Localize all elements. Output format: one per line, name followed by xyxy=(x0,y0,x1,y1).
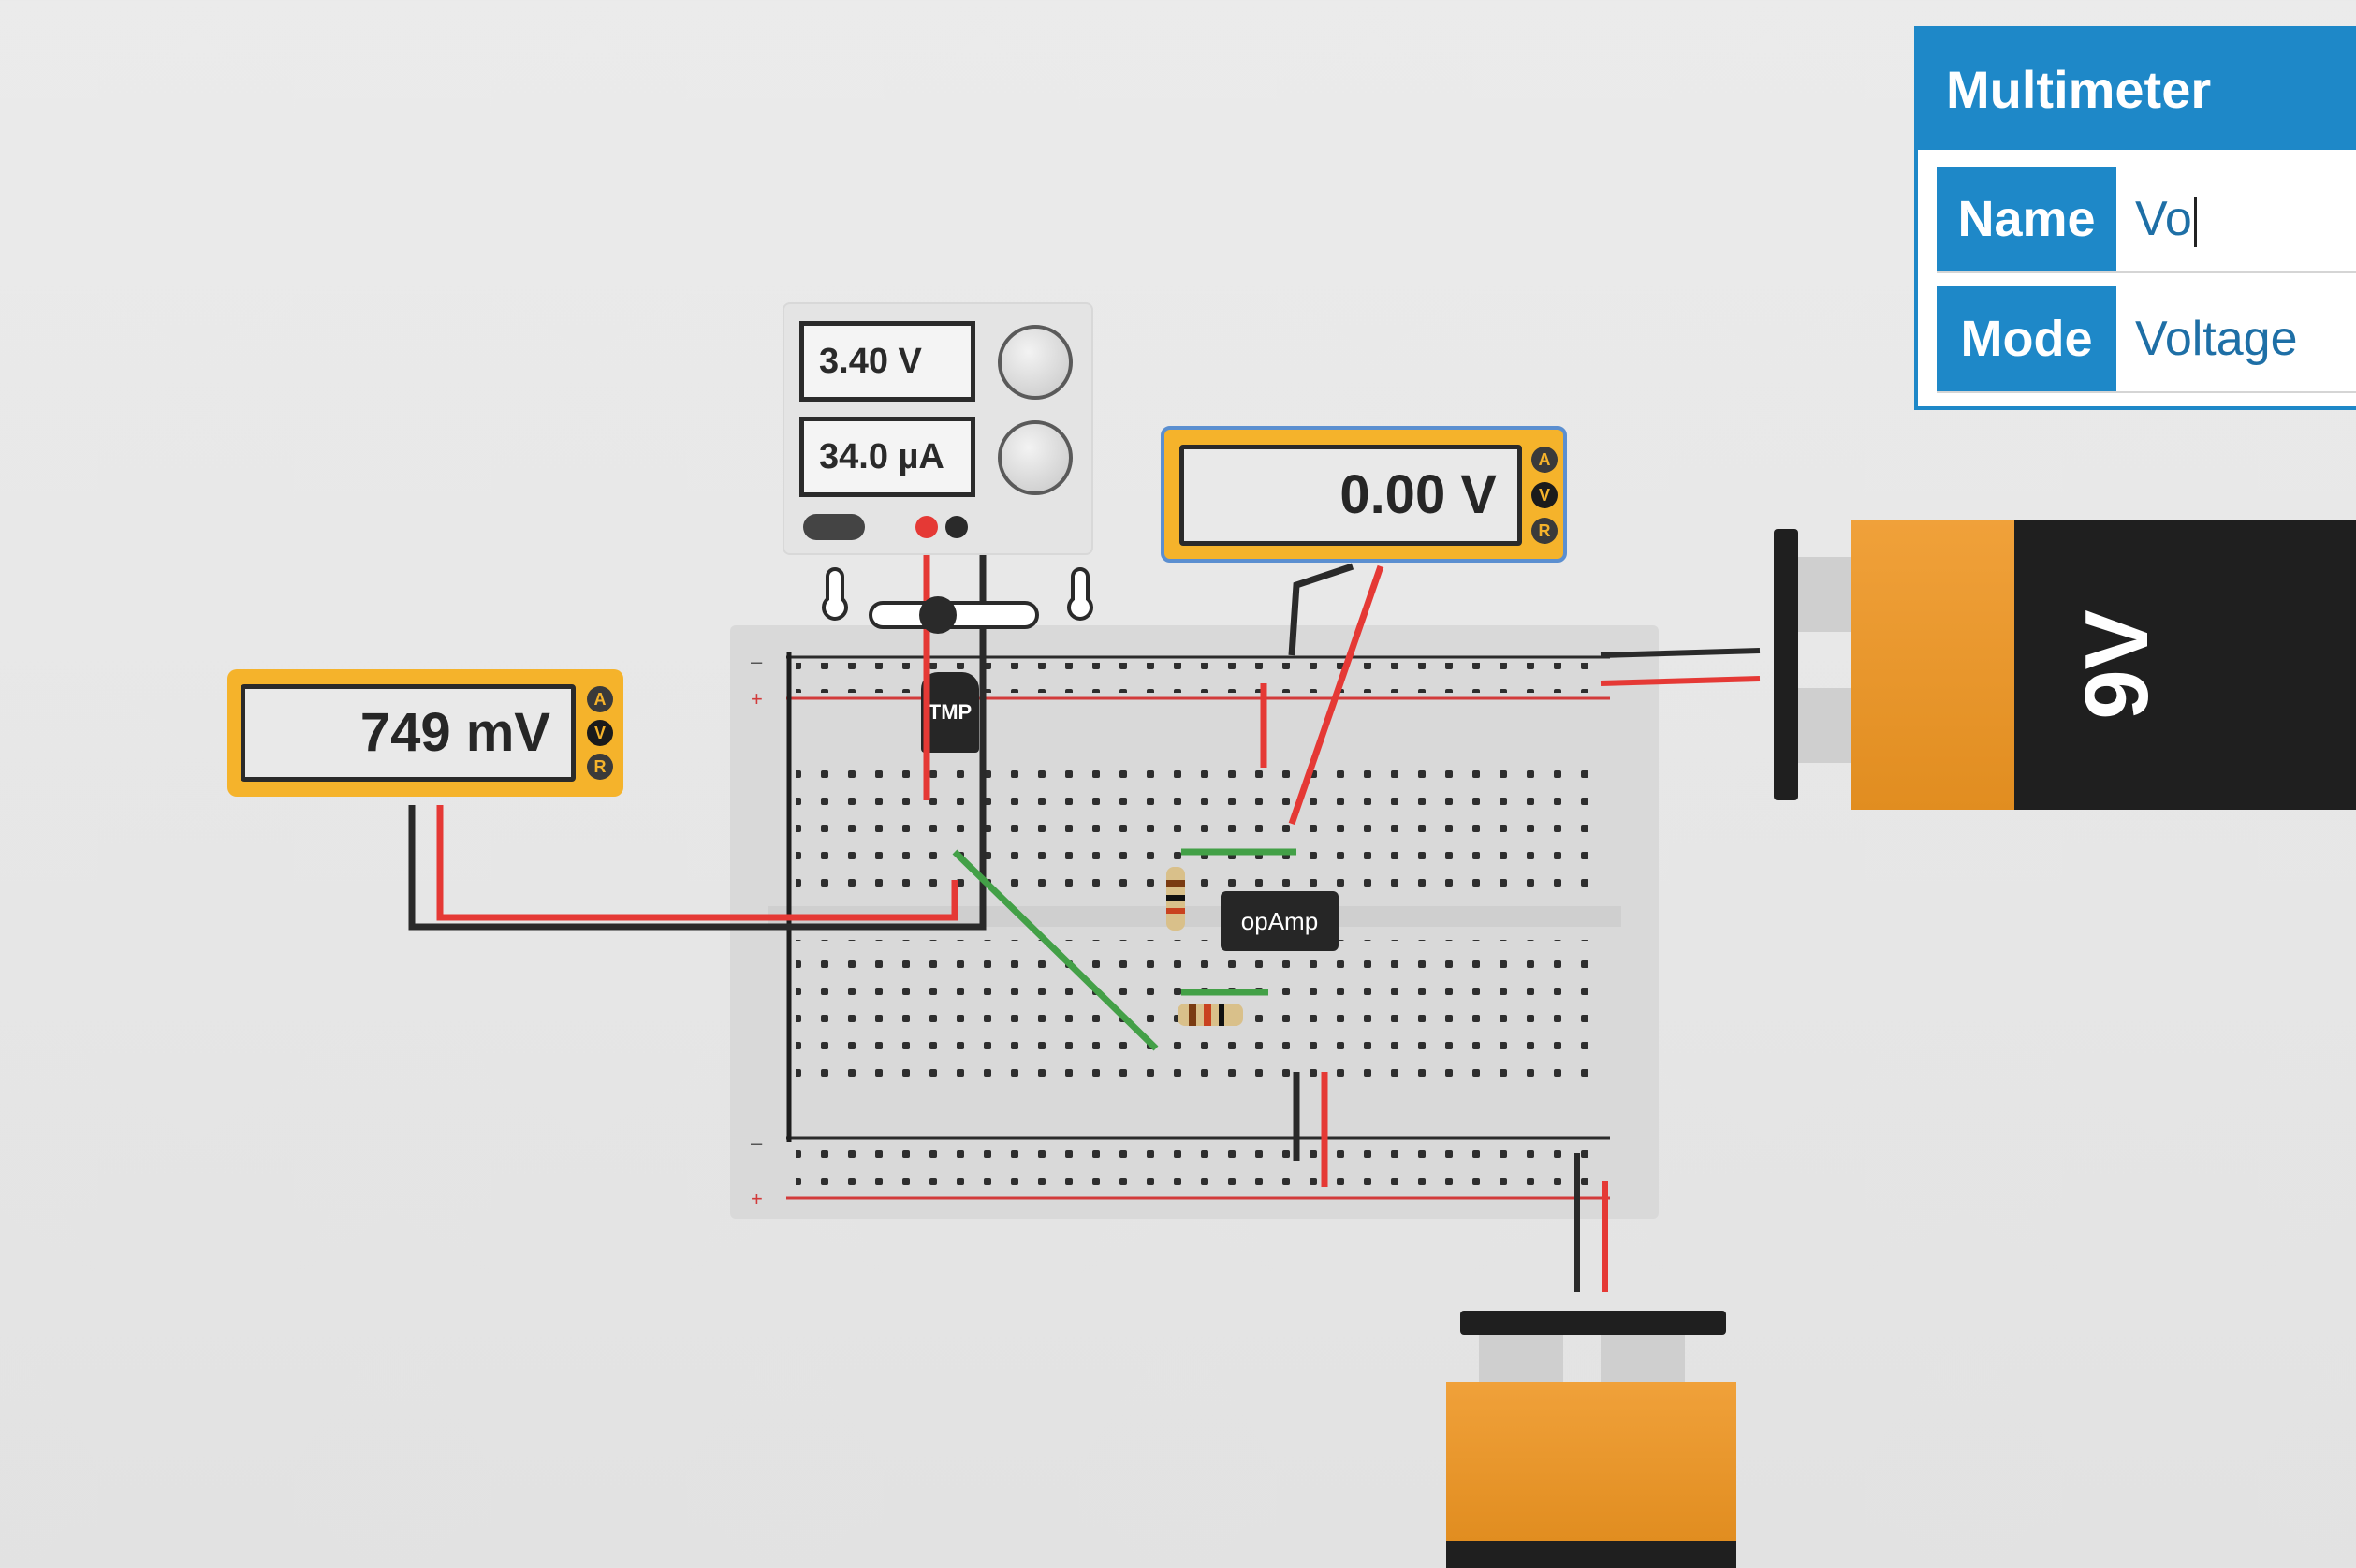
psu-voltage-value: 3.40 V xyxy=(819,342,922,381)
battery-right-terminal-neg xyxy=(1798,557,1854,632)
sensor-label: TMP xyxy=(928,700,973,724)
battery-bottom-body xyxy=(1446,1382,1736,1541)
power-toggle[interactable] xyxy=(803,514,865,540)
psu-negative-terminal[interactable] xyxy=(945,516,968,538)
resistor-lower[interactable] xyxy=(1178,1004,1243,1026)
property-key: Name xyxy=(1937,167,2116,271)
battery-right-connector xyxy=(1774,529,1798,800)
wire-red-top-meter xyxy=(1288,564,1384,826)
mode-v-icon[interactable]: V xyxy=(587,720,613,746)
name-input-value: Vo xyxy=(2135,192,2192,246)
multimeter-left[interactable]: 749 mV A V R xyxy=(227,669,623,797)
text-caret xyxy=(2193,197,2197,248)
wire-black-top-meter xyxy=(1288,563,1354,656)
name-input[interactable]: Vo xyxy=(2135,167,2197,271)
meter-left-reading: 749 mV xyxy=(359,702,550,763)
psu-positive-terminal[interactable] xyxy=(915,516,938,538)
wire-black-left-meter xyxy=(408,786,987,931)
mode-a-icon[interactable]: A xyxy=(587,686,613,712)
power-supply[interactable]: 3.40 V 34.0 µA xyxy=(784,304,1091,553)
mode-v-icon[interactable]: V xyxy=(1531,482,1558,508)
battery-right-terminal-pos xyxy=(1798,688,1854,763)
mode-r-icon[interactable]: R xyxy=(587,754,613,780)
current-knob[interactable] xyxy=(998,420,1073,495)
psu-current-value: 34.0 µA xyxy=(819,437,944,476)
thermometer-hot-icon xyxy=(1067,567,1093,621)
properties-panel: Multimeter Name Vo Mode Voltage xyxy=(1914,26,2356,410)
battery-bottom-terminal-pos xyxy=(1479,1335,1563,1382)
wire-red-battery-right xyxy=(1600,676,1761,686)
meter-top-reading: 0.00 V xyxy=(1339,464,1497,525)
temperature-slider-thumb xyxy=(919,596,957,634)
mode-r-icon[interactable]: R xyxy=(1531,518,1558,544)
panel-title: Multimeter xyxy=(1918,30,2356,150)
svg-text:–: – xyxy=(751,650,763,673)
opamp-chip[interactable]: opAmp xyxy=(1221,891,1339,951)
battery-right[interactable]: 9V xyxy=(1774,520,2356,810)
svg-text:+: + xyxy=(751,1187,763,1210)
battery-bottom[interactable] xyxy=(1446,1311,1736,1568)
battery-right-label: 9V xyxy=(2067,609,2167,720)
property-key: Mode xyxy=(1937,286,2116,391)
battery-right-label-band: 9V xyxy=(2014,520,2356,810)
battery-bottom-terminal-neg xyxy=(1601,1335,1685,1382)
mode-select[interactable]: Voltage xyxy=(2135,312,2298,366)
wire-black-psu xyxy=(955,525,987,800)
property-row-mode: Mode Voltage xyxy=(1937,286,2356,393)
temperature-sensor[interactable]: TMP xyxy=(921,672,979,753)
resistor-upper[interactable] xyxy=(1166,867,1185,931)
psu-voltage-display: 3.40 V xyxy=(799,321,975,402)
wire-black-battery-right xyxy=(1600,648,1761,658)
battery-bottom-connector xyxy=(1460,1311,1726,1335)
thermometer-cold-icon xyxy=(822,567,848,621)
property-row-name: Name Vo xyxy=(1937,167,2356,273)
mode-a-icon[interactable]: A xyxy=(1531,447,1558,473)
wire-green-diagonal xyxy=(952,849,1159,1051)
svg-text:–: – xyxy=(751,1131,763,1154)
svg-text:+: + xyxy=(751,687,763,711)
psu-current-display: 34.0 µA xyxy=(799,417,975,497)
opamp-label: opAmp xyxy=(1240,907,1319,935)
meter-left-display: 749 mV xyxy=(241,684,576,782)
voltage-knob[interactable] xyxy=(998,325,1073,400)
multimeter-top[interactable]: 0.00 V A V R xyxy=(1161,426,1567,563)
meter-top-display: 0.00 V xyxy=(1179,445,1522,546)
battery-right-body xyxy=(1851,520,2014,810)
wire-red-left-meter xyxy=(436,805,958,921)
battery-bottom-band xyxy=(1446,1541,1736,1568)
